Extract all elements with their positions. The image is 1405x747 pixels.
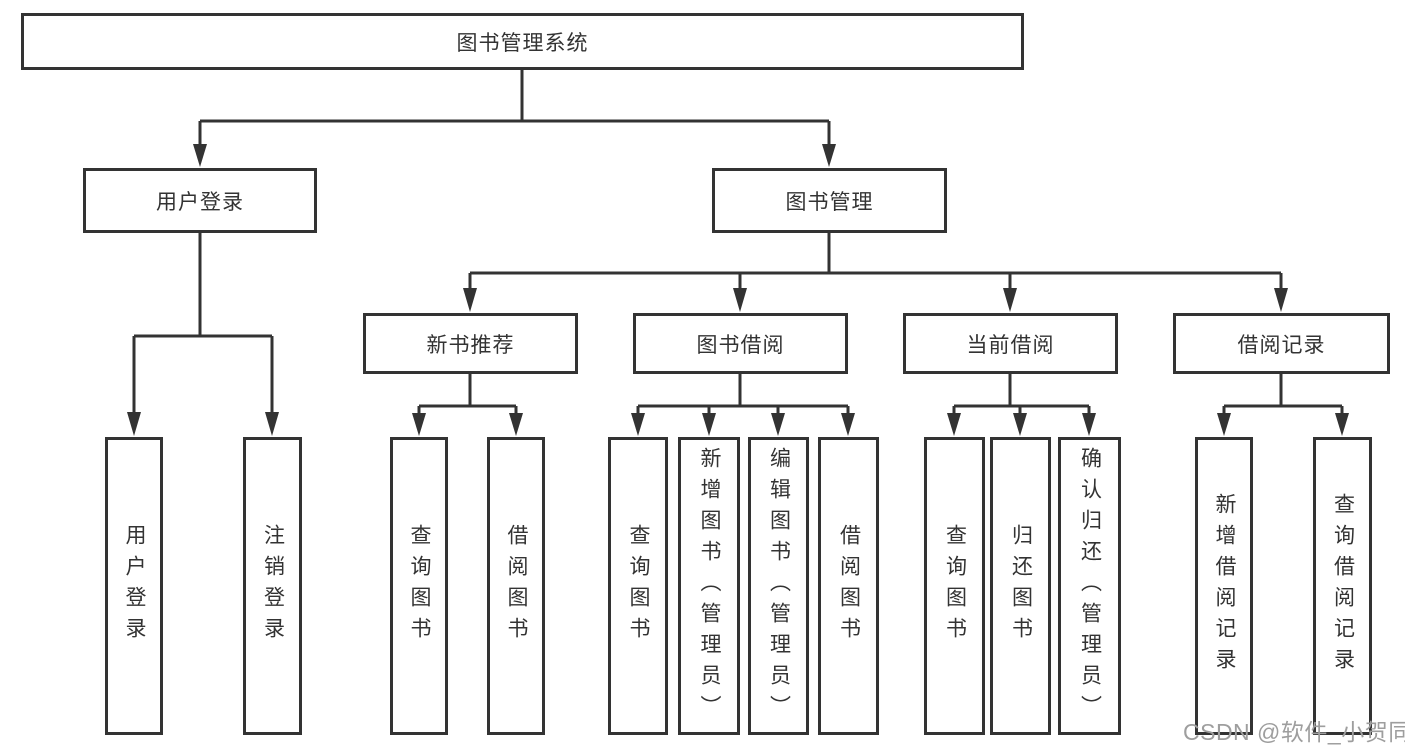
leaf-recommend-borrow-books: 借阅图书 bbox=[487, 437, 545, 735]
leaf-records-query-record: 查询借阅记录 bbox=[1313, 437, 1372, 735]
node-borrow-records: 借阅记录 bbox=[1173, 313, 1390, 374]
leaf-user-login: 用户登录 bbox=[105, 437, 163, 735]
leaf-borrow-edit-books-admin: 编辑图书（管理员） bbox=[748, 437, 809, 735]
leaf-recommend-query-books: 查询图书 bbox=[390, 437, 448, 735]
edge-current-borrow-split bbox=[947, 374, 1096, 436]
edge-user-login-split bbox=[127, 233, 279, 436]
node-user-login: 用户登录 bbox=[83, 168, 317, 233]
csdn-watermark: CSDN @软件_小贺同学 bbox=[1183, 719, 1405, 745]
leaf-current-query-books: 查询图书 bbox=[924, 437, 985, 735]
node-book-management: 图书管理 bbox=[712, 168, 947, 233]
edge-new-book-split bbox=[412, 374, 523, 436]
leaf-logout-login: 注销登录 bbox=[243, 437, 302, 735]
edge-borrow-records-split bbox=[1217, 374, 1349, 436]
node-new-book-recommend: 新书推荐 bbox=[363, 313, 578, 374]
leaf-borrow-add-books-admin: 新增图书（管理员） bbox=[678, 437, 740, 735]
node-book-borrow: 图书借阅 bbox=[633, 313, 848, 374]
edge-book-management-split bbox=[463, 233, 1288, 312]
leaf-borrow-borrow-books: 借阅图书 bbox=[818, 437, 879, 735]
leaf-records-add-record: 新增借阅记录 bbox=[1195, 437, 1253, 735]
node-root-system: 图书管理系统 bbox=[21, 13, 1024, 70]
leaf-current-return-books: 归还图书 bbox=[990, 437, 1051, 735]
leaf-current-confirm-return-admin: 确认归还（管理员） bbox=[1058, 437, 1121, 735]
leaf-borrow-query-books: 查询图书 bbox=[608, 437, 668, 735]
node-current-borrow: 当前借阅 bbox=[903, 313, 1118, 374]
edge-root-split bbox=[193, 69, 836, 167]
edge-book-borrow-split bbox=[631, 374, 855, 436]
